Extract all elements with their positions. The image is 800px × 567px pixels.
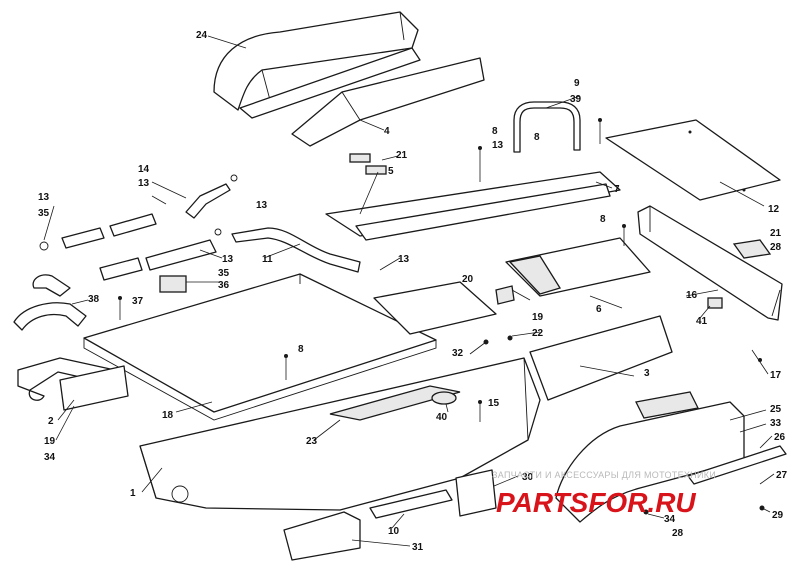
part-10-bracket bbox=[369, 489, 453, 519]
callout-13-mid: 13 bbox=[222, 254, 234, 265]
callout-28-right: 28 bbox=[770, 242, 782, 253]
callout-35-left: 35 bbox=[38, 208, 50, 219]
callout-39: 39 bbox=[570, 94, 582, 105]
callout-8-floor: 8 bbox=[298, 344, 304, 355]
callout-23: 23 bbox=[306, 436, 318, 447]
part-3-tunnel-rail bbox=[529, 315, 673, 401]
callout-28-bottom: 28 bbox=[672, 528, 684, 539]
callout-16: 16 bbox=[686, 290, 698, 301]
part-5-channel bbox=[325, 171, 621, 241]
hose-assembly bbox=[13, 174, 361, 331]
leader-lines bbox=[43, 35, 775, 547]
callout-13-clamp: 13 bbox=[256, 200, 268, 211]
callout-13-hose: 13 bbox=[138, 178, 150, 189]
callout-13-right: 13 bbox=[398, 254, 410, 265]
part-16-side-rail bbox=[637, 205, 783, 321]
part-12-top-lid bbox=[605, 119, 781, 201]
callout-30: 30 bbox=[522, 472, 534, 483]
callout-13-top: 13 bbox=[492, 140, 504, 151]
callout-7: 7 bbox=[614, 184, 620, 195]
callout-21-right: 21 bbox=[770, 228, 782, 239]
callout-4: 4 bbox=[384, 126, 390, 137]
callout-33: 33 bbox=[770, 418, 782, 429]
callout-35-mid: 35 bbox=[218, 268, 230, 279]
callout-labels: 24 4 9 39 8 13 8 21 5 7 12 14 13 13 35 1… bbox=[38, 30, 788, 553]
callout-40: 40 bbox=[436, 412, 448, 423]
watermark-tagline: ЗАПЧАСТИ И АКСЕССУАРЫ ДЛЯ МОТОТЕХНИКИ bbox=[492, 470, 716, 480]
part-2-rail bbox=[17, 357, 129, 411]
part-25-side-guard bbox=[555, 391, 745, 523]
callout-22: 22 bbox=[532, 328, 544, 339]
callout-5: 5 bbox=[388, 166, 394, 177]
callout-10: 10 bbox=[388, 526, 400, 537]
part-21-right-pads bbox=[732, 239, 772, 259]
callout-24: 24 bbox=[196, 30, 208, 41]
callout-26: 26 bbox=[774, 432, 786, 443]
callout-15: 15 bbox=[488, 398, 500, 409]
callout-19-mid: 19 bbox=[532, 312, 544, 323]
callout-8-top: 8 bbox=[492, 126, 498, 137]
part-26-strip bbox=[687, 445, 787, 485]
part-41-block bbox=[707, 297, 723, 309]
part-9-handle bbox=[513, 101, 581, 153]
callout-8-right: 8 bbox=[600, 214, 606, 225]
part-31-bracket bbox=[283, 511, 361, 561]
callout-11: 11 bbox=[262, 254, 273, 265]
part-30-bracket bbox=[455, 469, 497, 517]
callout-18: 18 bbox=[162, 410, 174, 421]
callout-29: 29 bbox=[772, 510, 784, 521]
callout-3: 3 bbox=[644, 368, 650, 379]
callout-37: 37 bbox=[132, 296, 144, 307]
part-21-pads bbox=[349, 153, 387, 175]
callout-34-right: 34 bbox=[664, 514, 676, 525]
part-18-floor-panel bbox=[83, 273, 437, 421]
callout-21-top: 21 bbox=[396, 150, 408, 161]
callout-12: 12 bbox=[768, 204, 780, 215]
part-24-hood-cover bbox=[213, 11, 421, 119]
callout-36: 36 bbox=[218, 280, 230, 291]
callout-27: 27 bbox=[776, 470, 788, 481]
callout-34-left: 34 bbox=[44, 452, 56, 463]
callout-1: 1 bbox=[130, 488, 136, 499]
callout-9: 9 bbox=[574, 78, 580, 89]
callout-13-left: 13 bbox=[38, 192, 50, 203]
callout-17: 17 bbox=[770, 370, 782, 381]
callout-25: 25 bbox=[770, 404, 782, 415]
part-6-plate bbox=[505, 237, 651, 297]
part-4-angled-panel bbox=[291, 57, 485, 147]
callout-32: 32 bbox=[452, 348, 464, 359]
watermark: ЗАПЧАСТИ И АКСЕССУАРЫ ДЛЯ МОТОТЕХНИКИ PA… bbox=[492, 470, 716, 518]
part-40-emblem bbox=[431, 391, 457, 405]
callout-41: 41 bbox=[696, 316, 708, 327]
callout-2: 2 bbox=[48, 416, 54, 427]
callout-20: 20 bbox=[462, 274, 474, 285]
callout-6: 6 bbox=[596, 304, 602, 315]
callout-38: 38 bbox=[88, 294, 100, 305]
callout-19-left: 19 bbox=[44, 436, 56, 447]
callout-8-handle: 8 bbox=[534, 132, 540, 143]
watermark-logo: PARTSFOR.RU bbox=[496, 487, 696, 518]
part-19-bracket bbox=[373, 281, 515, 335]
callout-14: 14 bbox=[138, 164, 150, 175]
callout-31: 31 bbox=[412, 542, 424, 553]
